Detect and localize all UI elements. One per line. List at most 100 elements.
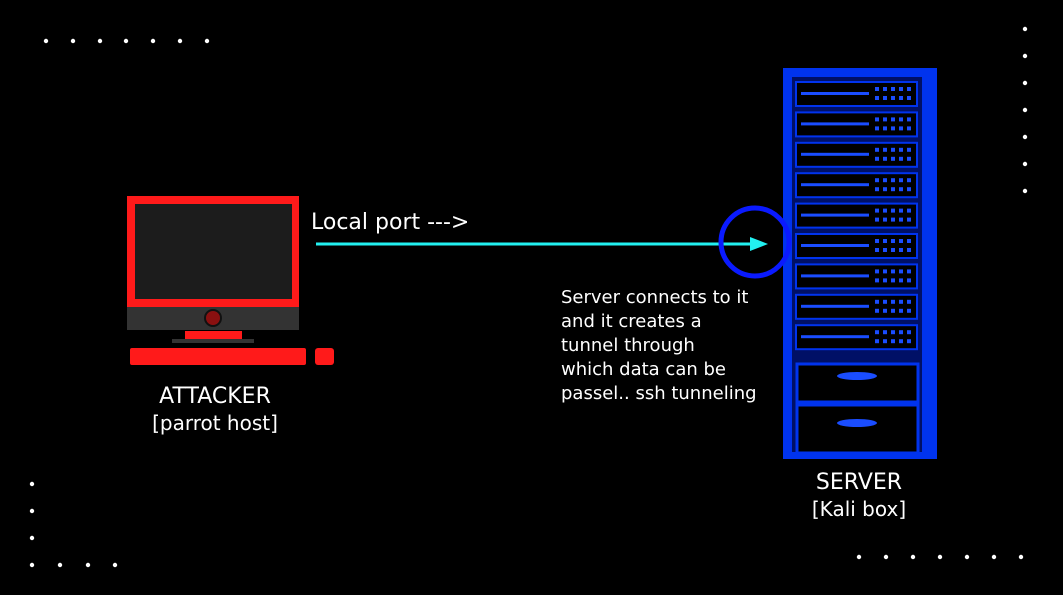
status-led [883, 339, 887, 344]
drive-slot [801, 304, 869, 308]
rack-unit [795, 202, 918, 229]
decorative-dots [29, 26, 1028, 568]
status-led [907, 217, 911, 222]
status-led [899, 239, 903, 243]
decorative-dot [43, 38, 49, 44]
status-led [883, 278, 887, 283]
status-led [899, 187, 903, 192]
drive-slot [801, 152, 869, 156]
decorative-dot [1022, 107, 1028, 113]
status-led [907, 156, 911, 161]
server-subtitle: [Kali box] [811, 497, 907, 521]
status-led [899, 299, 903, 304]
power-button [204, 309, 222, 327]
server-rack-icon [783, 68, 937, 459]
status-led [883, 208, 887, 213]
status-led [899, 178, 903, 183]
status-led [875, 269, 879, 274]
status-led [875, 117, 879, 122]
status-led [899, 87, 903, 91]
desktop-computer-icon [127, 196, 334, 365]
decorative-dot [937, 554, 943, 560]
status-led [875, 239, 879, 243]
connection-arrow [316, 237, 768, 251]
status-led [907, 178, 911, 183]
decorative-dot [70, 38, 76, 44]
status-led [875, 330, 879, 335]
rack-unit [795, 111, 918, 138]
decorative-dot [57, 562, 63, 568]
status-led [907, 248, 911, 252]
status-led [907, 278, 911, 283]
status-led [907, 187, 911, 192]
decorative-dot [1022, 26, 1028, 32]
status-led [891, 187, 895, 192]
status-led [875, 308, 879, 313]
status-led [891, 126, 895, 131]
port-ring-icon [718, 205, 792, 279]
status-led [883, 156, 887, 161]
decorative-dot [964, 554, 970, 560]
status-led [891, 299, 895, 304]
decorative-dot [1018, 554, 1024, 560]
mouse [315, 348, 334, 365]
status-led [891, 96, 895, 100]
attacker-title: ATTACKER [159, 384, 271, 409]
status-led [883, 239, 887, 243]
decorative-dot [883, 554, 889, 560]
status-led [883, 147, 887, 152]
decorative-dot [29, 535, 35, 541]
status-led [891, 308, 895, 313]
status-led [907, 308, 911, 313]
status-led [883, 330, 887, 335]
status-led [891, 117, 895, 122]
rack-unit [795, 293, 918, 320]
arrowhead-icon [750, 237, 768, 251]
decorative-dot [1022, 53, 1028, 59]
decorative-dot [177, 38, 183, 44]
status-led [891, 248, 895, 252]
status-led [899, 147, 903, 152]
rack-units [795, 81, 918, 351]
status-led [891, 178, 895, 183]
status-led [875, 208, 879, 213]
status-led [875, 248, 879, 252]
keyboard [130, 348, 306, 365]
status-led [883, 87, 887, 91]
rack-unit [795, 263, 918, 290]
status-led [899, 278, 903, 283]
status-led [875, 299, 879, 304]
status-led [907, 147, 911, 152]
status-led [883, 217, 887, 222]
note-line: Server connects to it [561, 287, 749, 308]
drawer-handle [837, 419, 877, 427]
drive-slot [801, 244, 869, 247]
status-led [883, 117, 887, 122]
decorative-dot [1022, 80, 1028, 86]
rack-drawer-bottom [795, 403, 920, 455]
decorative-dot [112, 562, 118, 568]
status-led [875, 156, 879, 161]
decorative-dot [1022, 134, 1028, 140]
status-led [875, 339, 879, 344]
attacker-caption: ATTACKER [parrot host] [100, 384, 330, 436]
status-led [899, 308, 903, 313]
status-led [899, 269, 903, 274]
drive-slot [801, 274, 869, 278]
status-led [907, 117, 911, 122]
status-led [875, 147, 879, 152]
status-led [907, 208, 911, 213]
note-line: tunnel through [561, 335, 695, 356]
server-title: SERVER [815, 470, 903, 495]
status-led [907, 87, 911, 91]
note-line: passel.. ssh tunneling [561, 383, 757, 404]
status-led [899, 208, 903, 213]
monitor-stand [185, 331, 242, 339]
decorative-dot [204, 38, 210, 44]
decorative-dot [991, 554, 997, 560]
monitor-base [172, 339, 254, 343]
decorative-dot [85, 562, 91, 568]
status-led [883, 248, 887, 252]
server-caption: SERVER [Kali box] [744, 470, 974, 522]
status-led [907, 96, 911, 100]
